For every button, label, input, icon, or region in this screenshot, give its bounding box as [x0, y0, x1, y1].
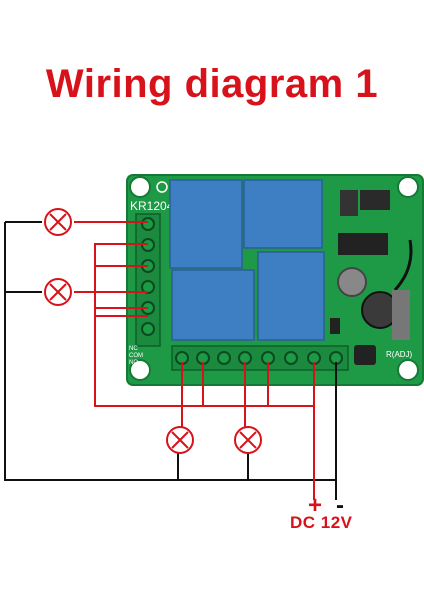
clock-mark-icon — [156, 181, 168, 193]
power-label: DC 12V — [290, 513, 353, 532]
positive-sign: + — [308, 492, 323, 519]
diode — [330, 318, 340, 334]
diagram-title: Wiring diagram 1 — [45, 62, 379, 106]
mount-hole-top-right — [397, 176, 419, 198]
relay-4 — [257, 251, 325, 341]
mount-hole-bottom-right — [397, 359, 419, 381]
relay-3 — [171, 269, 255, 341]
adj-label: R(ADJ) — [386, 350, 413, 359]
learn-button — [354, 345, 376, 365]
negative-wiring — [4, 221, 337, 500]
relay-1 — [169, 179, 243, 269]
lamp-x-icon — [44, 208, 72, 236]
mount-hole-bottom-left — [129, 359, 151, 381]
negative-sign: - — [336, 492, 344, 519]
small-chip — [340, 190, 358, 216]
terminal-label-com: COM — [129, 353, 143, 359]
relay-2 — [243, 179, 323, 249]
lamp-x-icon — [44, 278, 72, 306]
terminal-label-no: NO — [129, 360, 138, 366]
lamp-x-icon — [234, 426, 262, 454]
relay-board: KR1204 R(ADJ) NC COM NO — [126, 174, 424, 386]
receiver-module — [360, 190, 390, 210]
positive-main-loop — [94, 243, 315, 407]
lamp-x-icon — [166, 426, 194, 454]
capacitor — [337, 267, 367, 297]
adj-module — [392, 290, 410, 340]
negative-main-loop — [4, 222, 337, 481]
terminal-label-nc: NC — [129, 346, 138, 352]
ic-chip — [338, 233, 388, 255]
positive-wiring — [74, 221, 315, 500]
mount-hole-top-left — [129, 176, 151, 198]
board-model-label: KR1204 — [130, 199, 174, 213]
antenna-wire — [393, 239, 413, 292]
